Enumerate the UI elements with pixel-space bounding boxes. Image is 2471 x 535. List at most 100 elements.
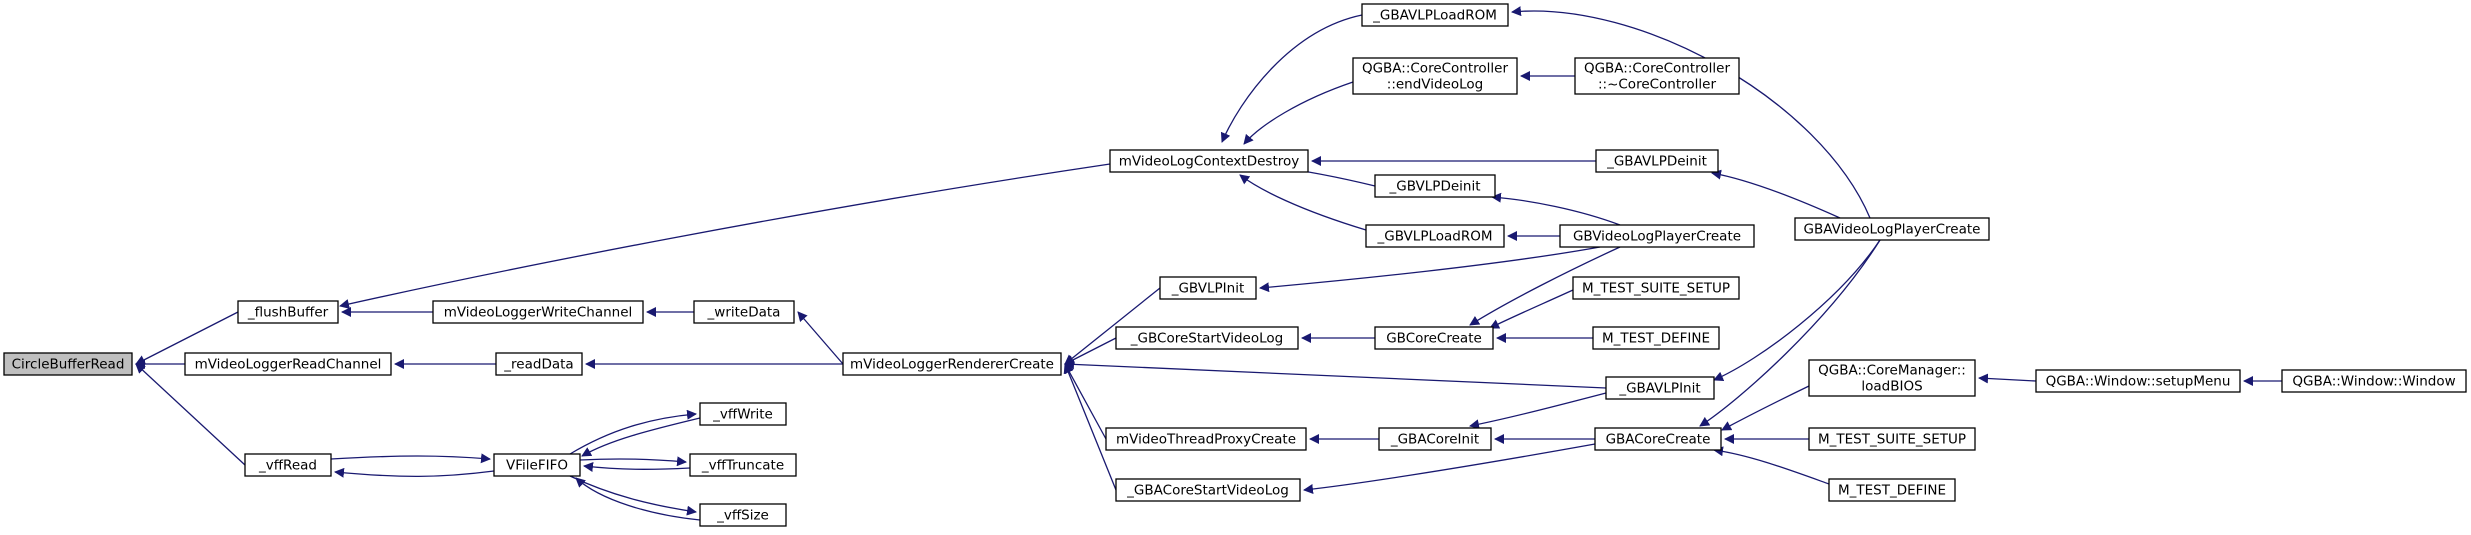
node-box <box>1374 326 1494 350</box>
node-box <box>1572 276 1740 300</box>
node-box <box>1592 326 1720 350</box>
node-qgba-window-window[interactable]: QGBA::Window::Window <box>2281 369 2467 393</box>
node-label: _GBACoreInit <box>1390 432 1479 448</box>
node-qgba-corecontroller-corecontroller[interactable]: QGBA::CoreController::~CoreController <box>1574 57 1740 95</box>
edge-vffread-to-vfilefifo <box>330 453 491 464</box>
node-m-test-define-2[interactable]: M_TEST_DEFINE <box>1828 478 1956 502</box>
node-gbavlpdeinit[interactable]: _GBAVLPDeinit <box>1595 149 1719 173</box>
node-m-test-suite-setup-2[interactable]: M_TEST_SUITE_SETUP <box>1808 427 1976 451</box>
node-box <box>1365 224 1505 248</box>
node-vfilefifo[interactable]: VFileFIFO <box>493 453 581 477</box>
node-box <box>1361 3 1509 27</box>
node-vfftruncate[interactable]: _vffTruncate <box>689 453 797 477</box>
node-label: _GBACoreStartVideoLog <box>1126 483 1289 499</box>
node-qgba-window-setupmenu[interactable]: QGBA::Window::setupMenu <box>2035 369 2241 393</box>
node-m-test-define-1[interactable]: M_TEST_DEFINE <box>1592 326 1720 350</box>
node-label: _GBVLPDeinit <box>1388 179 1480 195</box>
edge-gbacorecreate-to-gbacorestartvideolog <box>1303 443 1596 494</box>
node-box <box>2035 369 2241 393</box>
edge-gbvlpinit-to-mvideologgerrenderercreate <box>1064 287 1161 365</box>
node-label: mVideoLoggerRendererCreate <box>850 357 1054 373</box>
edge-gbcorestartvideolog-to-mvideologgerrenderercreate <box>1064 337 1117 365</box>
node-box <box>1828 478 1956 502</box>
node-mvideologcontextdestroy[interactable]: mVideoLogContextDestroy <box>1109 149 1309 173</box>
edge-vfftruncate-to-vfilefifo <box>583 462 691 472</box>
edge-gbavideologplayercreate-to-gbavlpinit <box>1713 239 1881 381</box>
node-label: GBCoreCreate <box>1386 331 1482 347</box>
edge-layer <box>135 6 2282 521</box>
node-qgba-coremanager-loadbios[interactable]: QGBA::CoreManager::loadBIOS <box>1808 359 1976 397</box>
node-box <box>1352 57 1518 95</box>
node-label: VFileFIFO <box>506 458 568 474</box>
edge-vffsize-to-vfilefifo <box>575 477 701 521</box>
node-box <box>1378 427 1492 451</box>
node-gbvlpinit[interactable]: _GBVLPInit <box>1159 276 1257 300</box>
node-box <box>699 503 787 527</box>
node-mvideothreadproxycreate[interactable]: mVideoThreadProxyCreate <box>1105 427 1307 451</box>
edge-vfilefifo-to-vffread <box>334 467 495 478</box>
node-box <box>1105 427 1307 451</box>
node-box <box>693 300 795 324</box>
node-box <box>1808 359 1976 397</box>
node-gbcorecreate[interactable]: GBCoreCreate <box>1374 326 1494 350</box>
node-vffwrite[interactable]: _vffWrite <box>699 402 787 426</box>
node-box <box>495 352 583 376</box>
node-gbvlpdeinit[interactable]: _GBVLPDeinit <box>1374 174 1496 198</box>
node-gbavideologplayercreate[interactable]: GBAVideoLogPlayerCreate <box>1794 217 1990 241</box>
node-vffread[interactable]: _vffRead <box>244 453 332 477</box>
node-box <box>244 453 332 477</box>
node-circlebufferread[interactable]: CircleBufferRead <box>3 352 133 376</box>
node-label: M_TEST_SUITE_SETUP <box>1582 281 1730 297</box>
node-mvideologgerreadchannel[interactable]: mVideoLoggerReadChannel <box>184 352 392 376</box>
node-box <box>1794 217 1990 241</box>
node-gbacorestartvideolog[interactable]: _GBACoreStartVideoLog <box>1115 478 1301 502</box>
edge-qgba-corecontroller-endvideolog-to-mvideologcontextdestroy <box>1243 81 1354 145</box>
node-label: mVideoLogContextDestroy <box>1119 154 1300 170</box>
node-flushbuffer[interactable]: _flushBuffer <box>237 300 339 324</box>
edge-mvideologgerrenderercreate-to-writedata <box>797 311 844 365</box>
node-box <box>1574 57 1740 95</box>
node-box <box>1595 149 1719 173</box>
node-label: loadBIOS <box>1861 379 1922 395</box>
edge-qgba-coremanager-loadbios-to-gbacorecreate <box>1721 385 1810 431</box>
node-gbcorestartvideolog[interactable]: _GBCoreStartVideoLog <box>1115 326 1299 350</box>
node-label: _readData <box>503 357 573 373</box>
edge-vffwrite-to-vfilefifo <box>581 417 701 457</box>
node-box <box>699 402 787 426</box>
node-box <box>1808 427 1976 451</box>
node-vffsize[interactable]: _vffSize <box>699 503 787 527</box>
node-label: _flushBuffer <box>247 305 329 321</box>
node-box <box>1605 376 1715 400</box>
node-label: _GBAVLPLoadROM <box>1372 8 1497 24</box>
node-gbavlploadrom[interactable]: _GBAVLPLoadROM <box>1361 3 1509 27</box>
edge-qgba-window-setupmenu-to-qgba-coremanager-loadbios <box>1978 373 2037 384</box>
node-box <box>1374 174 1496 198</box>
node-gbacorecreate[interactable]: GBACoreCreate <box>1594 427 1722 451</box>
node-box <box>237 300 339 324</box>
node-qgba-corecontroller-endvideolog[interactable]: QGBA::CoreController::endVideoLog <box>1352 57 1518 95</box>
node-label: M_TEST_DEFINE <box>1602 331 1710 347</box>
node-box <box>2281 369 2467 393</box>
node-box <box>184 352 392 376</box>
node-mvideologgerwritechannel[interactable]: mVideoLoggerWriteChannel <box>432 300 644 324</box>
node-label: _GBCoreStartVideoLog <box>1130 331 1283 347</box>
node-writedata[interactable]: _writeData <box>693 300 795 324</box>
node-box <box>842 352 1062 376</box>
node-gbvlploadrom[interactable]: _GBVLPLoadROM <box>1365 224 1505 248</box>
node-label: QGBA::CoreController <box>1362 61 1509 77</box>
node-m-test-suite-setup-1[interactable]: M_TEST_SUITE_SETUP <box>1572 276 1740 300</box>
node-label: QGBA::Window::Window <box>2292 374 2455 390</box>
node-mvideologgerrenderercreate[interactable]: mVideoLoggerRendererCreate <box>842 352 1062 376</box>
node-label: QGBA::CoreManager:: <box>1818 363 1966 379</box>
node-label: GBACoreCreate <box>1606 432 1711 448</box>
node-label: CircleBufferRead <box>12 357 125 373</box>
node-box <box>493 453 581 477</box>
node-gbacoreinit[interactable]: _GBACoreInit <box>1378 427 1492 451</box>
edge-gbavlpinit-to-mvideologgerrenderercreate <box>1064 359 1607 389</box>
node-readdata[interactable]: _readData <box>495 352 583 376</box>
node-box <box>1559 224 1755 248</box>
node-gbvideologplayercreate[interactable]: GBVideoLogPlayerCreate <box>1559 224 1755 248</box>
node-label: GBVideoLogPlayerCreate <box>1573 229 1741 245</box>
node-gbavlpinit[interactable]: _GBAVLPInit <box>1605 376 1715 400</box>
